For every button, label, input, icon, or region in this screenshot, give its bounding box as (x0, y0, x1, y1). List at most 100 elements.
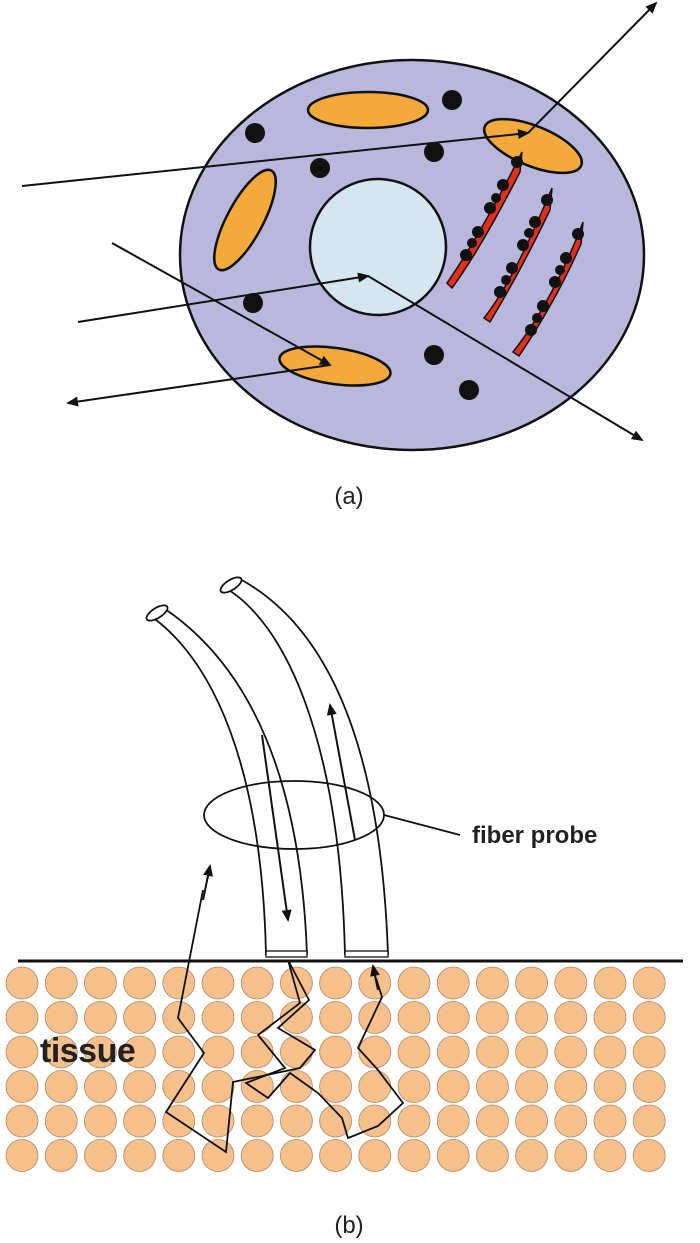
tissue-cell (515, 1139, 548, 1172)
tissue-cell (279, 1070, 313, 1103)
tissue-cell (240, 966, 274, 1000)
tissue-cell (397, 966, 431, 1000)
tissue-cell (475, 1035, 509, 1069)
tissue-cell (593, 1070, 627, 1103)
tissue-cell (84, 1001, 117, 1034)
photon-escape-path (164, 889, 317, 1154)
escape-arrow (202, 864, 213, 901)
tissue-cell (436, 1001, 470, 1034)
fiber-probe-label: fiber probe (472, 822, 597, 849)
tissue-cell (84, 1104, 117, 1138)
tissue-cell (397, 1070, 431, 1103)
tissue-cell (515, 1001, 548, 1034)
tissue-cell (201, 1139, 235, 1172)
organelle-top (306, 90, 430, 130)
tissue-cell (554, 1001, 588, 1034)
fiber-left (145, 604, 308, 958)
tissue-cell (515, 1104, 548, 1138)
tissue-cell (201, 1035, 235, 1069)
tissue-cell (201, 966, 235, 1000)
return-arrow (370, 964, 380, 991)
tissue-cell (358, 1070, 392, 1103)
tissue-cell (475, 1070, 509, 1103)
tissue-cell (123, 1035, 157, 1069)
tissue-cell (201, 1104, 235, 1138)
illumination-arrow (261, 734, 292, 922)
tissue-cell (279, 1035, 313, 1069)
tissue-cell (201, 1001, 235, 1034)
tissue-cell (436, 1070, 470, 1103)
organelle-left (213, 168, 277, 272)
tissue-cell (240, 1104, 274, 1138)
tissue-cell (44, 1035, 78, 1069)
tissue-cell (515, 1035, 548, 1069)
mitochondria-group (446, 151, 584, 358)
tissue-cell (319, 1035, 353, 1069)
tissue-cell (358, 1001, 392, 1034)
tissue-cell (319, 1070, 353, 1103)
light-paths (21, 1, 658, 442)
tissue-cell (123, 966, 157, 1000)
tissue-label: tissue (40, 1032, 135, 1070)
organelle-right (482, 117, 584, 175)
tissue-cell (554, 1139, 588, 1172)
tissue-cell (436, 966, 470, 1000)
tissue-cell (84, 1035, 117, 1069)
tissue-cell (123, 1001, 157, 1034)
tissue-cell (5, 1001, 39, 1034)
probe-leader-line (383, 814, 461, 836)
tissue-cell (358, 1139, 392, 1172)
tissue-cell (475, 966, 509, 1000)
tissue-cell (123, 1104, 157, 1138)
tissue-cell (5, 966, 39, 1000)
organelle-bottom (278, 345, 392, 387)
tissue-cell (123, 1070, 157, 1103)
tissue-cell (593, 1139, 627, 1172)
tissue-cell (358, 1035, 392, 1069)
probe-ring (203, 780, 385, 850)
fiber-right (219, 576, 389, 958)
tissue-cell (44, 966, 78, 1000)
tissue-cell (44, 1104, 78, 1138)
cell-nucleus (308, 177, 448, 317)
tissue-cell (436, 1035, 470, 1069)
tissue-cell (397, 1139, 431, 1172)
tissue-cell (319, 966, 353, 1000)
photon-random-walk (244, 959, 405, 1140)
cell-granules (243, 90, 479, 400)
panel-a: (a) (21, 1, 658, 510)
tissue-cell (436, 1104, 470, 1138)
tissue-cell (632, 1139, 666, 1172)
tissue-cell (5, 1035, 39, 1069)
tissue-cell (162, 1139, 196, 1172)
tissue-cell (475, 1139, 509, 1172)
tissue-cell (162, 966, 196, 1000)
tissue-cell (5, 1104, 39, 1138)
tissue-cell (554, 966, 588, 1000)
tissue-cells (5, 966, 666, 1172)
tissue-cell (593, 1035, 627, 1069)
tissue-cell (279, 1139, 313, 1172)
tissue-cell (632, 1001, 666, 1034)
tissue-cell (279, 966, 313, 1000)
tissue-cell (84, 966, 117, 1000)
tissue-cell (240, 1001, 274, 1034)
tissue-cell (397, 1104, 431, 1138)
tissue-cell (162, 1035, 196, 1069)
tissue-cell (632, 1035, 666, 1069)
tissue-cell (515, 1070, 548, 1103)
tissue-cell (201, 1070, 235, 1103)
panel-b: fiber probe tissue (b) (5, 576, 683, 1239)
tissue-cell (279, 1104, 313, 1138)
tissue-cell (84, 1139, 117, 1172)
tissue-cell (593, 966, 627, 1000)
tissue-cell (44, 1070, 78, 1103)
tissue-cell (475, 1104, 509, 1138)
caption-b: (b) (334, 1212, 363, 1239)
tissue-cell (240, 1139, 274, 1172)
tissue-cell (515, 966, 548, 1000)
tissue-cell (84, 1070, 117, 1103)
tissue-cell (240, 1035, 274, 1069)
tissue-cell (632, 1070, 666, 1103)
